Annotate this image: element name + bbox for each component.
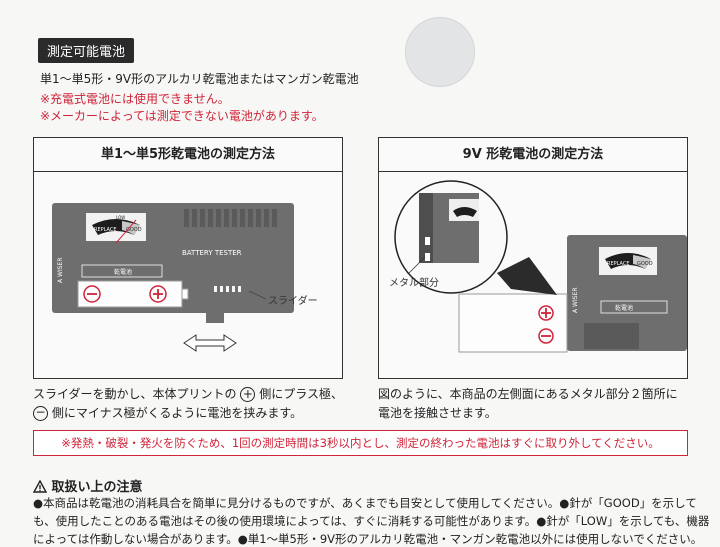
measurable-battery-text: 単1～単5形・9V形のアルカリ乾電池またはマンガン乾電池 [40,72,359,86]
gauge-good-zone [633,255,651,269]
gauge-replace-text: REPLACE [607,261,630,267]
metal-contact-2 [425,253,430,261]
rechargeable-note: ※充電式電池には使用できません。 [40,92,230,106]
slider-shape [584,323,639,349]
handling-notes-title: 取扱い上の注意 [32,476,143,497]
zoom-device-side [419,193,433,263]
grip-ridges [184,209,277,227]
metal-part-label: メタル部分 [389,276,439,289]
compartment-label: 乾電池 [615,304,633,312]
compartment-outline [81,264,163,278]
left-caption-1: スライダーを動かし、本体プリントの + 側にプラス極、 [33,385,343,402]
notes-line-1: ●本商品は乾電池の消耗具合を簡単に見分けるものですが、あくまでも目安として使用し… [33,496,697,510]
section-badge: 測定可能電池 [38,38,135,63]
metal-leader-line [408,256,426,274]
measurement-warning-text: ※発熱・破裂・発火を防ぐため、1回の測定時間は3秒以内とし、測定の終わった電池は… [61,436,660,450]
gauge-good-text: GOOD [126,227,142,233]
right-instruction-panel: 9V 形乾電池の測定方法 REPLACE GOOD 乾電池 A WISER メタ… [378,137,688,379]
brand-side-text: A WISER [572,288,579,313]
notes-line-3: によっては作動しない場合があります。●単1～単5形・9V形のアルカリ乾電池・マン… [33,532,703,546]
plus-circle-icon: + [240,387,256,402]
left-caption-2-text: 側にマイナス極がくるように電池を挟みます。 [51,406,303,420]
right-caption-1: 図のように、本商品の左側面にあるメタル部分２箇所に [378,387,678,401]
right-caption-2: 電池を接触させます。 [378,406,497,420]
handling-notes-title-text: 取扱い上の注意 [51,480,143,495]
warning-triangle-icon [32,479,48,497]
right-diagram: REPLACE GOOD 乾電池 A WISER メタル部分 [389,180,687,353]
battery-tester-label: BATTERY TESTER [182,249,242,257]
minus-icon [538,328,554,344]
plus-icon [149,285,167,303]
left-panel-title: 単1～単5形乾電池の測定方法 [34,138,342,172]
right-panel-title: 9V 形乾電池の測定方法 [379,138,687,172]
minus-circle-icon: − [33,406,48,421]
left-diagram: REPLACE GOOD LOW BATTERY TESTER A WISER … [52,203,318,352]
double-arrow-icon [183,334,237,352]
slider-leader-line [248,290,267,300]
slider-ridges [214,286,241,292]
plus-icon [538,305,554,321]
compartment-outline [600,300,668,314]
gauge-good-zone [122,221,140,235]
left-caption-1b-text: 側にプラス極、 [259,387,343,401]
compartment-label: 乾電池 [114,268,132,276]
metal-contact-1 [425,237,430,245]
battery-terminal [181,288,189,300]
slider-label: スライダー [268,294,318,307]
left-caption-2: − 側にマイナス極がくるように電池を挟みます。 [33,404,302,421]
notes-line-2: も、使用したことのある電池はその後の使用環境によっては、すぐに消耗する可能性があ… [33,514,710,528]
left-instruction-panel: 単1～単5形乾電池の測定方法 REPLACE GOOD LOW BATTERY … [33,137,343,379]
nine-volt-battery [458,293,568,353]
gauge-good-text: GOOD [637,261,653,267]
zoom-callout-wedge [497,257,557,295]
hanger-hole-decoration [405,17,475,87]
minus-icon [83,285,101,303]
maker-note: ※メーカーによっては測定できない電池があります。 [40,109,324,123]
gauge-replace-text: REPLACE [94,227,117,233]
measurement-warning-box: ※発熱・破裂・発火を防ぐため、1回の測定時間は3秒以内とし、測定の終わった電池は… [33,430,688,456]
brand-side-text: A WISER [57,258,64,283]
gauge-low-text: LOW [116,215,125,220]
left-caption-1-text: スライダーを動かし、本体プリントの [33,387,237,401]
gauge-needle [115,219,137,244]
